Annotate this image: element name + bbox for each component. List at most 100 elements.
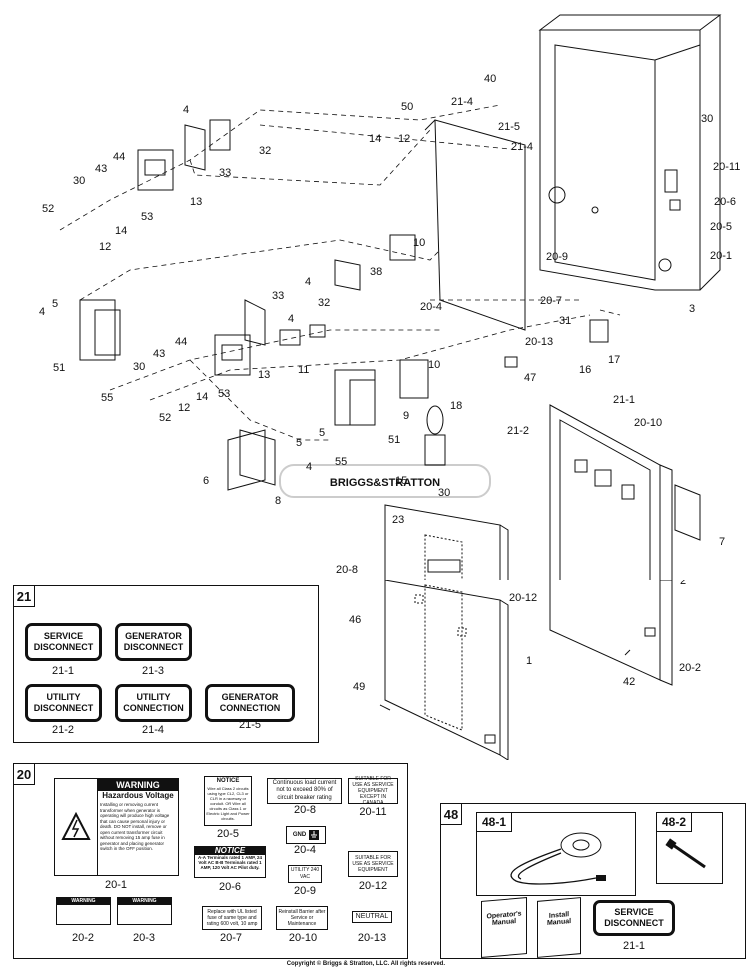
breaker-part-13-middle <box>214 334 251 376</box>
warning-body: Installing or removing current transform… <box>100 802 170 851</box>
callout: 4 <box>183 104 189 116</box>
breaker-part-51-left <box>79 299 121 361</box>
ground-icon <box>309 830 320 840</box>
callout: 2 <box>680 580 686 587</box>
label-generator-connection: GENERATOR CONNECTION <box>205 684 295 722</box>
inner-door-part-2 <box>549 404 673 580</box>
callout: 55 <box>101 392 113 404</box>
suitable-except-canada-label: SUITABLE FOR USE AS SERVICE EQUIPMENT EX… <box>348 776 398 806</box>
part-number: 20-1 <box>104 879 128 891</box>
box-number: 48 <box>441 804 462 825</box>
module-part-9 <box>399 359 429 399</box>
callout: 32 <box>259 145 271 157</box>
cover-part-33-top <box>184 124 206 171</box>
callout: 46 <box>349 614 361 626</box>
enclosure-part-3 <box>538 14 722 291</box>
sub-kit-label: 48-2 <box>657 813 692 832</box>
callout: 21-4 <box>451 96 473 108</box>
front-door-lower <box>384 580 501 756</box>
load-current-label: Continuous load current not to exceed 80… <box>267 778 342 804</box>
warning-pictogram <box>55 779 98 875</box>
callout: 53 <box>141 211 153 223</box>
callout: 30 <box>133 361 145 373</box>
callout: 20-1 <box>710 250 732 262</box>
part-number: 21-4 <box>141 724 165 736</box>
warning-header: WARNING <box>118 898 171 905</box>
callout: 20-4 <box>420 301 442 313</box>
callout: 53 <box>218 388 230 400</box>
box-number: 21 <box>14 586 35 607</box>
callout: 8 <box>275 495 281 507</box>
kit-48: 48 48-1 48-2 Operator's Manual Install M… <box>440 803 746 959</box>
part-number: 20-6 <box>218 881 242 893</box>
label-service-disconnect: SERVICE DISCONNECT <box>593 900 675 936</box>
callout: 18 <box>450 400 462 412</box>
part-number: 21-3 <box>141 665 165 677</box>
callout: 50 <box>401 101 413 113</box>
part-number: 20-4 <box>293 844 317 856</box>
barrier-plate-part-50 <box>424 119 526 331</box>
callout: 4 <box>39 306 45 318</box>
warning-label-large: WARNING Hazardous Voltage Installing or … <box>54 778 179 876</box>
box-number: 20 <box>14 764 35 785</box>
front-door-part-1 <box>384 504 509 580</box>
copyright: Copyright © Briggs & Stratton, LLC. All … <box>286 961 445 967</box>
exploded-parts-diagram: BRIGGS&STRATTON 4 50 21-4 21-5 21-4 40 3… <box>39 14 740 580</box>
callout: 33 <box>219 167 231 179</box>
callout: 31 <box>559 315 571 327</box>
callout: 20-6 <box>714 196 736 208</box>
label-utility-disconnect: UTILITY DISCONNECT <box>25 684 102 722</box>
part-17 <box>589 319 609 343</box>
sub-kit-label: 48-1 <box>477 813 512 832</box>
warning-label-small-2: WARNING <box>117 897 172 925</box>
callout: 30 <box>701 113 713 125</box>
label-generator-disconnect: GENERATOR DISCONNECT <box>115 623 192 661</box>
warning-header: WARNING <box>57 898 110 905</box>
shock-hazard-icon <box>61 812 91 840</box>
install-manual: Install Manual <box>537 897 581 958</box>
callout: 6 <box>203 475 209 487</box>
warning-label-small-1: WARNING <box>56 897 111 925</box>
callout: 49 <box>353 681 365 693</box>
screw-icon <box>665 838 711 871</box>
label-service-disconnect: SERVICE DISCONNECT <box>25 623 102 661</box>
neutral-label: NEUTRAL <box>352 911 392 923</box>
label-utility-connection: UTILITY CONNECTION <box>115 684 192 722</box>
terminal-part-6-8 <box>227 429 276 491</box>
part-number: 21-1 <box>622 940 646 952</box>
part-number: 20-13 <box>357 932 387 944</box>
barrier-part-7 <box>674 484 701 541</box>
callout: 20-12 <box>509 592 537 604</box>
part-number: 20-8 <box>293 804 317 816</box>
part-number: 20-2 <box>71 932 95 944</box>
part-number: 21-1 <box>51 665 75 677</box>
callout: 51 <box>53 362 65 374</box>
part-11 <box>279 329 301 346</box>
callout: 51 <box>388 434 400 446</box>
part-11b <box>309 324 326 338</box>
part-number: 20-7 <box>219 932 243 944</box>
callout: 4 <box>288 313 294 325</box>
part-number: 20-12 <box>358 880 388 892</box>
warning-title: Hazardous Voltage <box>102 791 174 800</box>
callout: 20-9 <box>546 251 568 263</box>
notice-header-2: NOTICE <box>195 847 265 855</box>
breaker-part-51-right <box>334 369 376 426</box>
callout: 30 <box>73 175 85 187</box>
breaker-part-13-top <box>137 149 174 191</box>
replace-fuse-label: Replace with UL listed fuse of same type… <box>202 906 262 930</box>
block-part-10-top <box>389 234 416 261</box>
callout: 4 <box>306 461 312 473</box>
callout: 20-10 <box>634 417 662 429</box>
reinstall-barrier-label: Reinstall Barrier after Service or Maint… <box>276 906 328 930</box>
callout: 21-5 <box>498 121 520 133</box>
callout: 5 <box>52 298 58 310</box>
callout: 20-5 <box>710 221 732 233</box>
callout: 30 <box>438 487 450 499</box>
notice-body: Wire all Class 2 circuits using type CL2… <box>206 785 250 821</box>
manual-title: Operator's Manual <box>486 910 522 928</box>
callout: 20-11 <box>713 161 740 173</box>
callout: 20-2 <box>679 662 701 674</box>
callout: 44 <box>175 336 187 348</box>
guide-lines <box>59 104 621 441</box>
